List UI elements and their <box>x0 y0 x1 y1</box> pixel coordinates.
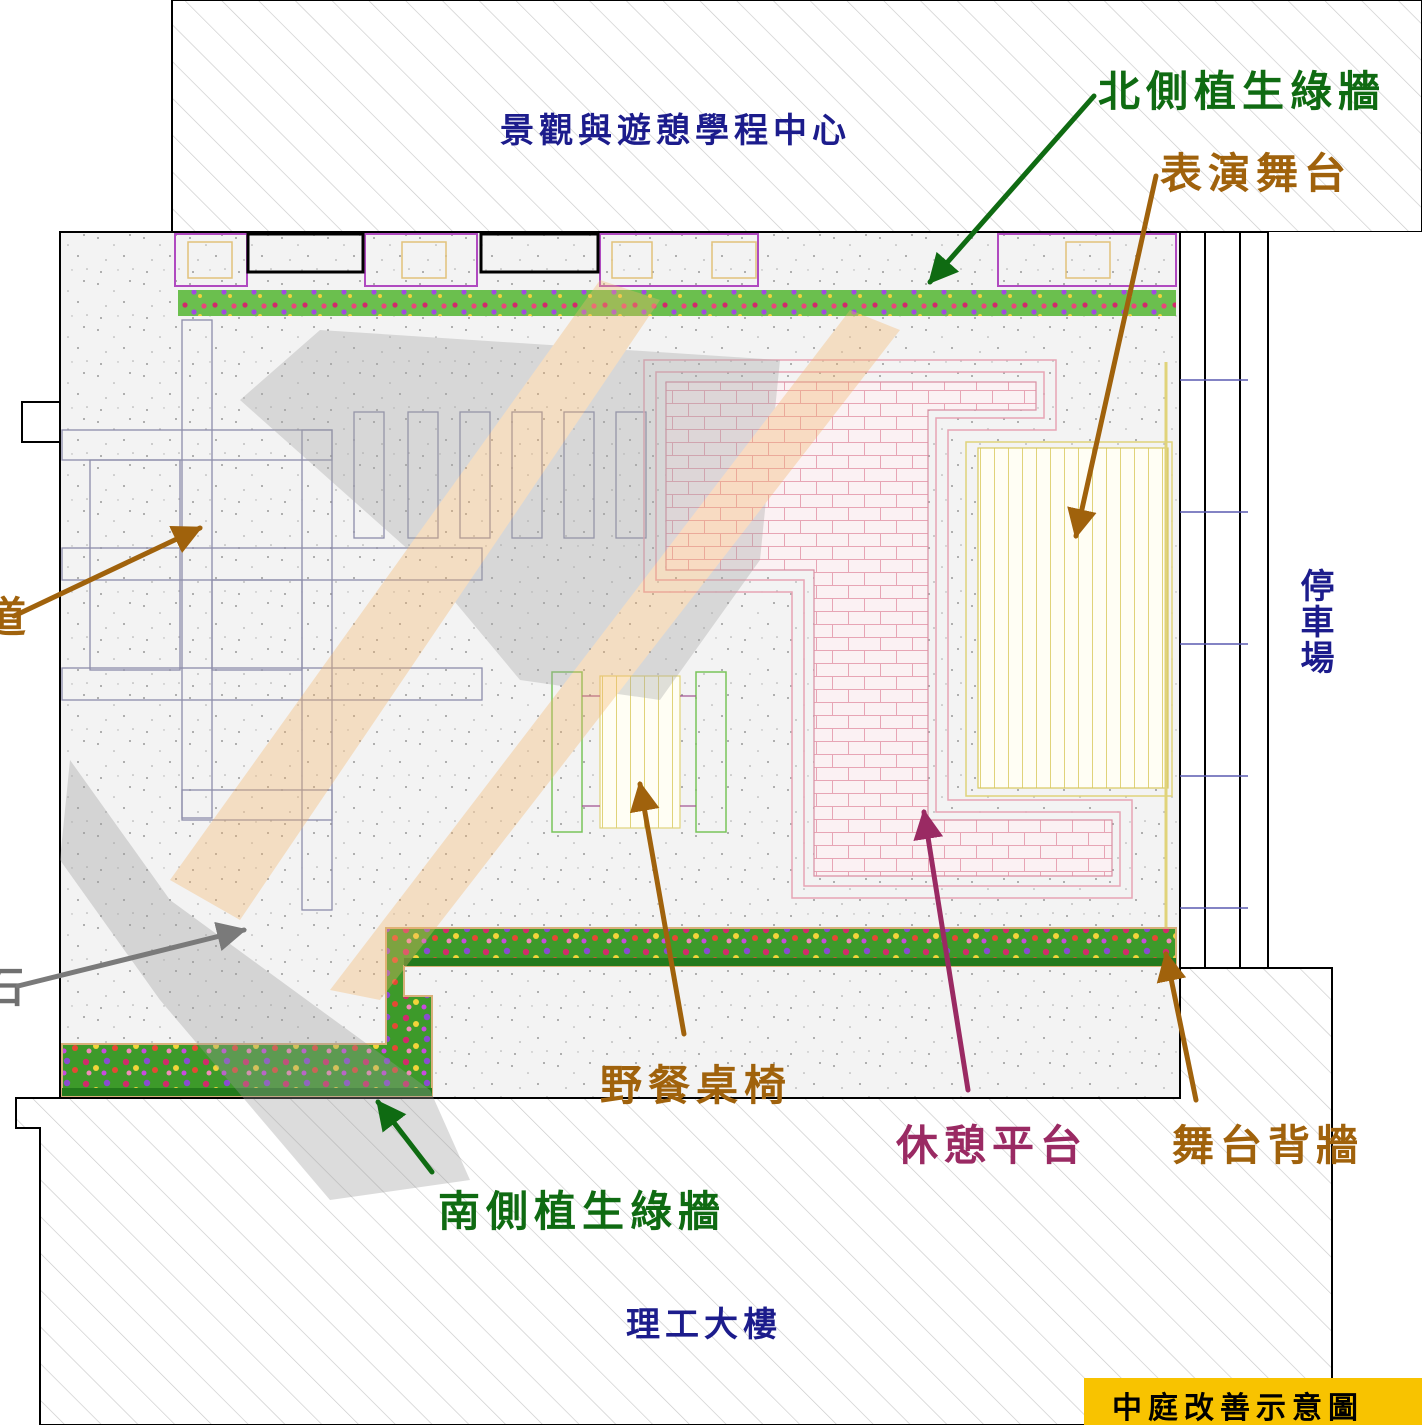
diagram-title: 中庭改善示意圖 <box>1112 1391 1364 1425</box>
stage-back-wall-label: 舞台背牆 <box>1172 1121 1364 1170</box>
stage-back-wall-arrow <box>1156 951 1199 1103</box>
south-wall-arrow <box>375 1099 435 1175</box>
picnic-arrow <box>629 781 687 1037</box>
science-building-label: 理工大樓 <box>626 1305 782 1345</box>
performance-stage <box>965 362 1173 960</box>
rest-platform-label: 休憩平台 <box>895 1121 1088 1170</box>
picnic-label: 野餐桌椅 <box>600 1061 792 1110</box>
leader-arrows <box>11 93 1199 1175</box>
stage-label: 表演舞台 <box>1160 149 1352 198</box>
south-wall-label: 南側植生綠牆 <box>438 1187 726 1236</box>
rest-platform <box>643 359 1133 899</box>
paving-arrow <box>15 921 247 989</box>
north-wall-label: 北側植生綠牆 <box>1098 67 1386 116</box>
center-label: 景觀與遊憩學程中心 <box>500 111 851 151</box>
rest-platform-arrow <box>913 809 971 1093</box>
north-wall-planters <box>174 232 1177 316</box>
parking-edge <box>1179 232 1269 967</box>
title-box: 中庭改善示意圖 <box>1084 1378 1422 1425</box>
north-wall-arrow <box>927 93 1097 285</box>
parking-label-1: 停車場 <box>1294 568 1334 676</box>
path-grid <box>61 319 647 911</box>
paving-label-fragment: 石 <box>0 963 30 1012</box>
stage-arrow <box>1067 173 1159 539</box>
path-arrow <box>11 525 203 619</box>
watermark <box>60 280 900 1200</box>
